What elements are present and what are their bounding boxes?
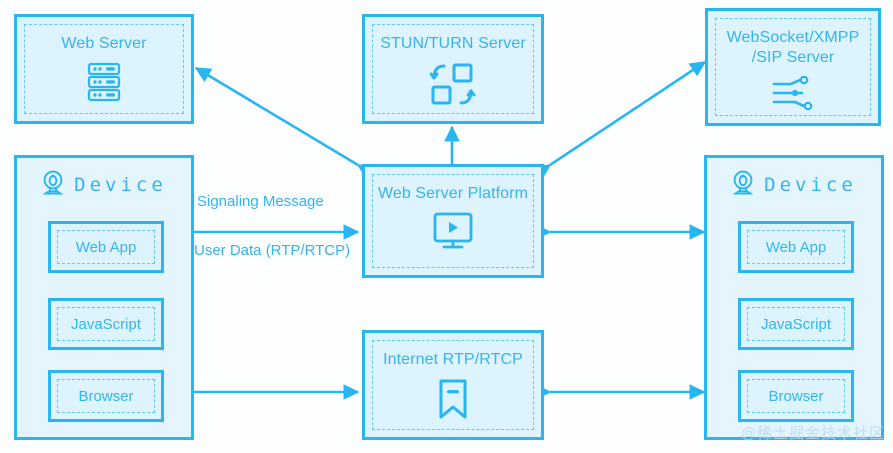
- device-right[interactable]: Device Web App JavaScript Browser: [704, 155, 884, 440]
- node-websocket-title: WebSocket/XMPP /SIP Server: [726, 29, 860, 66]
- server-rack-icon: [87, 62, 121, 107]
- node-stun-turn-title: STUN/TURN Server: [380, 35, 526, 52]
- device-right-browser-inner: Browser: [747, 379, 845, 413]
- node-platform-inner: Web Server Platform: [372, 174, 534, 268]
- device-left-item-web-app[interactable]: Web App: [48, 221, 164, 273]
- webcam-icon: [41, 170, 65, 201]
- webcam-icon: [731, 170, 755, 201]
- device-left-label: Device: [74, 174, 167, 196]
- device-left-browser-inner: Browser: [57, 379, 155, 413]
- node-web-server[interactable]: Web Server: [14, 14, 194, 124]
- node-stun-turn-inner: STUN/TURN Server: [372, 24, 534, 114]
- connector-platform-webserver: [194, 66, 375, 180]
- device-right-javascript-label: JavaScript: [760, 315, 832, 333]
- node-websocket-server[interactable]: WebSocket/XMPP /SIP Server: [705, 8, 881, 126]
- node-web-server-inner: Web Server: [24, 24, 184, 114]
- node-internet-rtp-rtcp[interactable]: Internet RTP/RTCP: [362, 330, 544, 440]
- watermark: @稀土掘金技术社区: [740, 424, 885, 442]
- device-left-web-app-label: Web App: [75, 238, 137, 256]
- node-web-server-title: Web Server: [61, 35, 147, 52]
- node-platform-title: Web Server Platform: [377, 185, 529, 202]
- device-right-web-app-inner: Web App: [747, 230, 845, 264]
- device-left[interactable]: Device Web App JavaScript Browser: [14, 155, 194, 440]
- device-left-item-browser[interactable]: Browser: [48, 370, 164, 422]
- device-left-header: Device: [17, 158, 191, 212]
- device-right-item-web-app[interactable]: Web App: [738, 221, 854, 273]
- node-internet-inner: Internet RTP/RTCP: [372, 340, 534, 430]
- device-right-item-javascript[interactable]: JavaScript: [738, 298, 854, 350]
- edge-label-user-data: User Data (RTP/RTCP): [194, 242, 351, 259]
- node-websocket-inner: WebSocket/XMPP /SIP Server: [715, 18, 871, 116]
- device-right-label: Device: [764, 174, 857, 196]
- device-right-javascript-inner: JavaScript: [747, 307, 845, 341]
- node-web-server-platform[interactable]: Web Server Platform: [362, 164, 544, 278]
- monitor-play-icon: [432, 212, 474, 257]
- device-right-browser-label: Browser: [768, 387, 824, 405]
- connector-platform-websocket: [533, 60, 707, 180]
- device-left-browser-label: Browser: [78, 387, 134, 405]
- device-left-web-app-inner: Web App: [57, 230, 155, 264]
- node-stun-turn-server[interactable]: STUN/TURN Server: [362, 14, 544, 124]
- device-left-item-javascript[interactable]: JavaScript: [48, 298, 164, 350]
- device-left-javascript-label: JavaScript: [70, 315, 142, 333]
- device-left-javascript-inner: JavaScript: [57, 307, 155, 341]
- nat-traversal-icon: [427, 62, 479, 113]
- network-nodes-icon: [771, 75, 815, 117]
- device-right-web-app-label: Web App: [765, 238, 827, 256]
- node-internet-title: Internet RTP/RTCP: [383, 351, 523, 368]
- bookmark-minus-icon: [436, 378, 470, 425]
- device-right-item-browser[interactable]: Browser: [738, 370, 854, 422]
- device-right-header: Device: [707, 158, 881, 212]
- edge-label-signaling-message: Signaling Message: [197, 193, 324, 210]
